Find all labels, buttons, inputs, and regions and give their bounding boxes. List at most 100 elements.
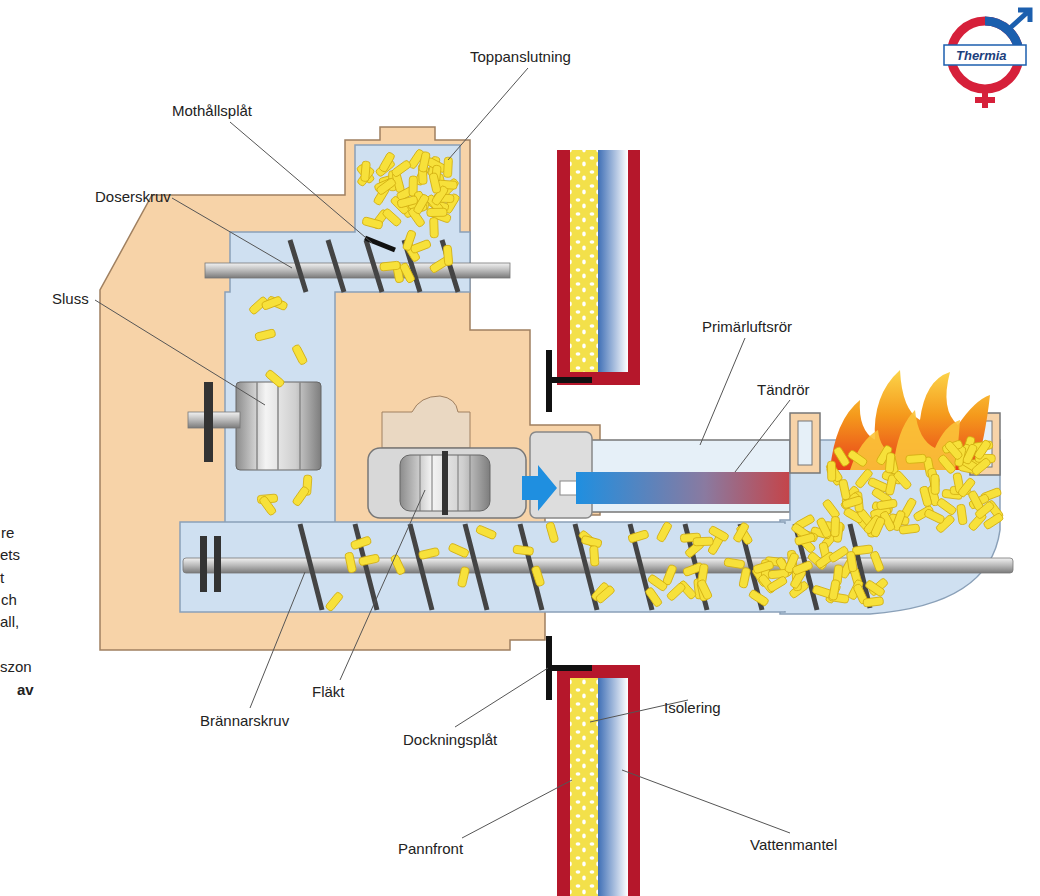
pellet [885,452,895,473]
pellet [457,566,469,587]
pellet [870,551,885,573]
pellet [816,517,832,538]
pellet [399,262,415,283]
pellet [292,344,308,365]
pellet [391,159,412,177]
leader-line [735,400,790,472]
pellet [846,551,857,572]
pellet [855,468,874,489]
pellet [590,546,599,567]
logo-text: Thermia [956,47,1007,65]
pellet [427,208,447,216]
pellet [697,579,713,600]
leader-line [95,300,265,405]
pellet [792,560,814,575]
leader-line [622,770,790,833]
part-label: Sluss [52,290,89,308]
cropped-text: szon [0,658,32,676]
pellet [767,576,788,593]
pellet [957,504,968,525]
part-label: Dockningsplåt [403,731,497,749]
leader-line [172,198,292,268]
pellet [531,565,545,586]
cropped-text: ch [1,591,17,609]
pellet [822,499,840,520]
pellet [919,486,932,507]
pellet-group [248,148,1004,611]
cropped-text: av [17,681,34,699]
pellet [863,597,884,607]
pellet [876,499,897,510]
pellet [983,512,1004,530]
pellet [962,443,978,465]
pellet [546,522,559,543]
pellet [936,497,957,515]
pellet [259,495,277,516]
pellet [362,217,383,230]
part-label: Brännarskruv [200,712,289,730]
pellet [350,536,372,550]
part-label: Doserskruv [95,188,171,206]
pellet [628,530,649,543]
pellet [724,558,745,569]
pellet [828,545,849,563]
pellet [358,554,379,566]
leader-line [340,490,425,680]
baffle-plate [365,238,395,250]
pellet [255,329,276,342]
flame [830,370,990,470]
pellet [656,521,672,542]
pellet [261,296,283,311]
pellet [429,172,441,193]
part-label: Pannfront [398,840,463,858]
fan-hub [442,451,448,515]
pellet [418,151,430,172]
pellet [906,454,927,463]
doser-screw [205,240,510,292]
pellet [443,245,453,266]
cropped-text: t [0,569,4,587]
pellet [402,230,416,252]
leader-line [448,68,528,160]
pellet [864,579,885,597]
pellet [382,208,402,227]
leader-line [700,338,745,445]
pellet [893,470,912,490]
part-label: Mothållsplåt [172,102,252,120]
pellet [390,554,406,576]
part-label: Vattenmantel [750,836,837,854]
leader-line [462,780,572,838]
logo-mark [944,10,1030,108]
pellet [739,567,751,588]
pellet [595,585,615,604]
pellet [443,157,452,177]
pellet [847,449,868,467]
pellet [931,474,939,494]
pellet [292,486,310,507]
pellet [380,261,401,271]
pellet [827,461,835,481]
pellet [839,479,851,500]
air-arrow [522,465,557,511]
pellet [666,582,686,601]
pellet [794,533,815,546]
part-label: Isolering [664,699,721,717]
burner-screw [183,524,1013,610]
pellet [971,457,991,476]
pellet [397,195,418,208]
cropped-text: ets [0,546,20,564]
pellet [430,218,439,238]
pellet [448,543,470,558]
cropped-text: re [1,524,14,542]
pellet [345,552,357,573]
pellet [870,516,885,538]
docking-plate [549,350,592,700]
pellet [325,591,344,612]
pellet [825,462,843,483]
pellet [647,574,668,592]
fan-housing [368,448,526,518]
part-label: Primärluftsrör [702,318,792,336]
pellet [361,161,371,182]
pellet [376,177,397,195]
